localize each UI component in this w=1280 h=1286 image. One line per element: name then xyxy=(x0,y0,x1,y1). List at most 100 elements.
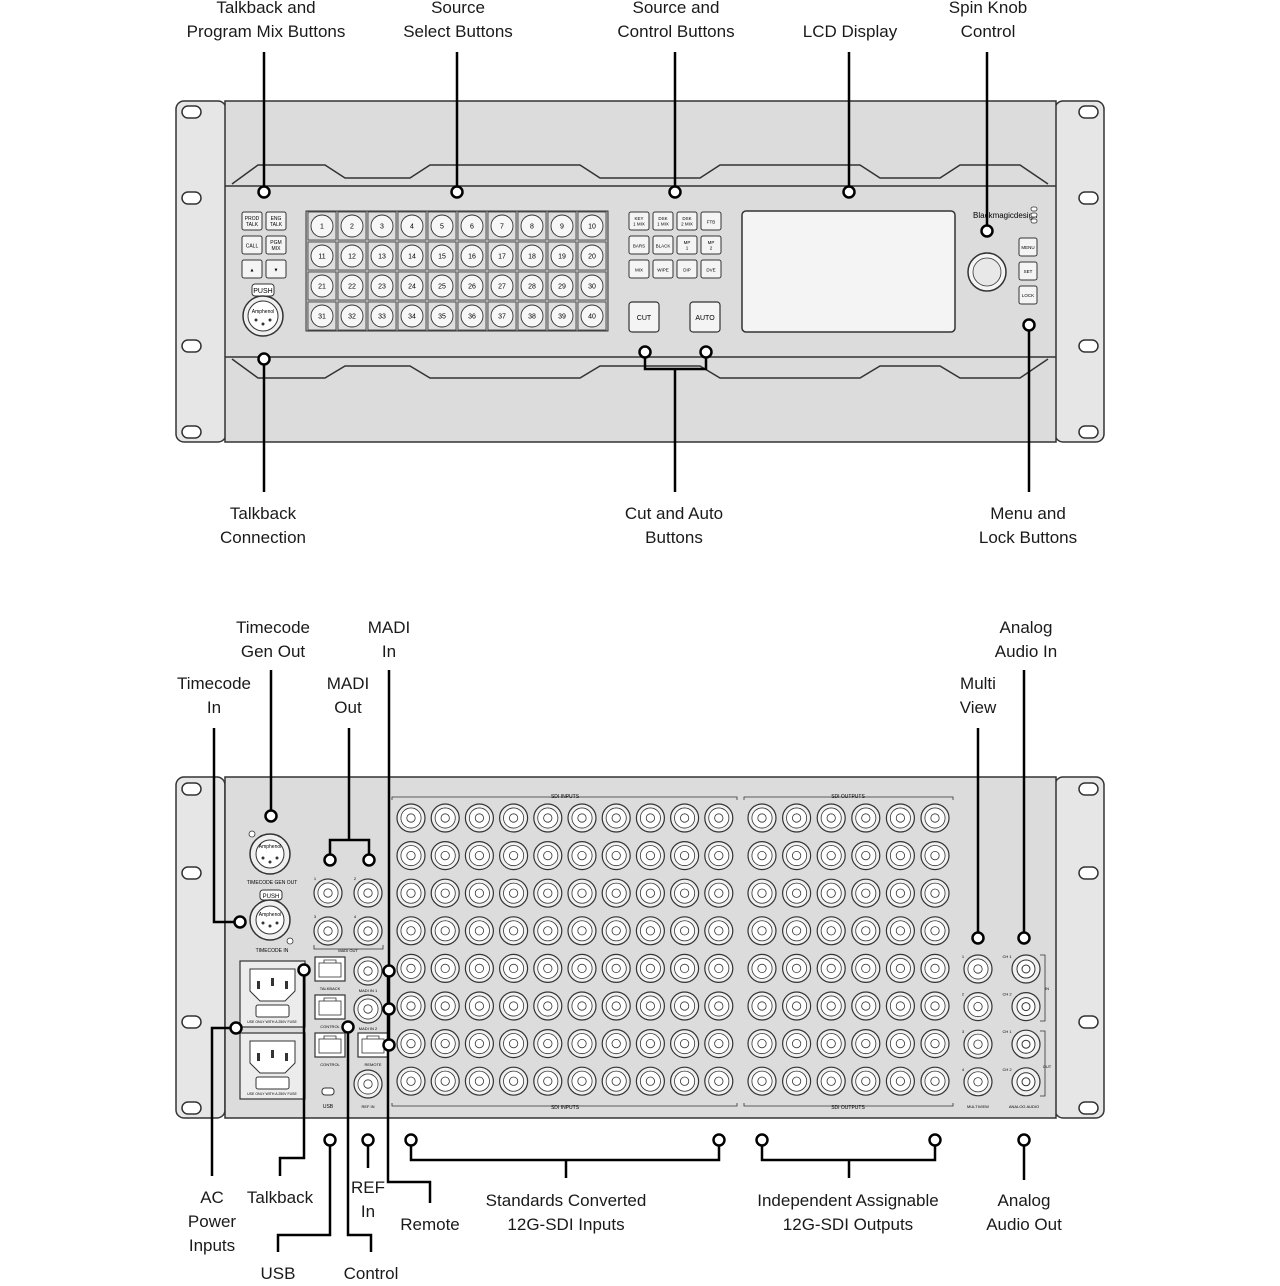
source-button-label: 36 xyxy=(468,314,476,321)
source-button[interactable]: 5 xyxy=(427,211,457,241)
source-button[interactable]: 34 xyxy=(397,301,427,331)
source-button[interactable]: 12 xyxy=(337,241,367,271)
sdi-input-bnc xyxy=(498,991,529,1021)
menu-button[interactable]: SET xyxy=(1018,261,1038,281)
multiview-bnc xyxy=(963,991,993,1022)
source-button[interactable]: 31 xyxy=(307,301,337,331)
spin-knob[interactable] xyxy=(967,252,1007,292)
source-button[interactable]: 7 xyxy=(487,211,517,241)
source-button-label: 3 xyxy=(380,224,384,231)
madi-number: 1 xyxy=(314,876,317,881)
source-button[interactable]: 14 xyxy=(397,241,427,271)
source-button[interactable]: 10 xyxy=(577,211,607,241)
source-button[interactable]: 27 xyxy=(487,271,517,301)
source-button[interactable]: 11 xyxy=(307,241,337,271)
source-button-label: 25 xyxy=(438,284,446,291)
sdi-input-bnc xyxy=(635,803,666,833)
source-button[interactable]: 26 xyxy=(457,271,487,301)
source-button[interactable]: 8 xyxy=(517,211,547,241)
source-button-label: 24 xyxy=(408,284,416,291)
sdi-output-bnc xyxy=(885,953,916,984)
source-button[interactable]: 32 xyxy=(337,301,367,331)
sdi-input-bnc xyxy=(704,1028,734,1059)
sdi-input-bnc xyxy=(430,991,460,1021)
source-button[interactable]: 35 xyxy=(427,301,457,331)
source-button[interactable]: 13 xyxy=(367,241,397,271)
source-button[interactable]: 4 xyxy=(397,211,427,241)
madi-out-label: MADI OUT xyxy=(338,948,358,953)
control-button[interactable]: DIP xyxy=(676,259,698,279)
control-button[interactable]: WIPE xyxy=(652,259,674,279)
control-button[interactable]: DVE xyxy=(700,259,722,279)
sdi-input-bnc xyxy=(498,1028,529,1059)
source-button[interactable]: 33 xyxy=(367,301,397,331)
control-button[interactable]: MIX xyxy=(628,259,650,279)
ref-in-label: REF IN xyxy=(361,1104,374,1109)
sdi-output-bnc xyxy=(885,1066,916,1096)
source-button[interactable]: 17 xyxy=(487,241,517,271)
sdi-input-bnc xyxy=(704,916,734,946)
rear-chassis xyxy=(224,776,1057,1119)
source-button[interactable]: 6 xyxy=(457,211,487,241)
source-button-label: 29 xyxy=(558,284,566,291)
source-button[interactable]: 29 xyxy=(547,271,577,301)
auto-button[interactable]: AUTO xyxy=(689,301,721,333)
source-button[interactable]: 39 xyxy=(547,301,577,331)
source-button[interactable]: 1 xyxy=(307,211,337,241)
source-button[interactable]: 40 xyxy=(577,301,607,331)
source-button[interactable]: 22 xyxy=(337,271,367,301)
source-button[interactable]: 21 xyxy=(307,271,337,301)
source-button[interactable]: 38 xyxy=(517,301,547,331)
talkback-button[interactable]: ▼ xyxy=(265,259,287,279)
source-button[interactable]: 28 xyxy=(517,271,547,301)
sdi-output-bnc xyxy=(816,916,846,946)
source-button-label: 28 xyxy=(528,284,536,291)
source-button[interactable]: 36 xyxy=(457,301,487,331)
source-button[interactable]: 24 xyxy=(397,271,427,301)
source-button[interactable]: 19 xyxy=(547,241,577,271)
control-button[interactable]: BARS xyxy=(628,235,650,255)
sdi-input-bnc xyxy=(533,991,563,1021)
callout-line xyxy=(276,1140,332,1252)
source-button[interactable]: 30 xyxy=(577,271,607,301)
source-button[interactable]: 3 xyxy=(367,211,397,241)
callout-dot xyxy=(1022,318,1036,332)
menu-button[interactable]: MENU xyxy=(1018,237,1038,257)
analog-audio-jack xyxy=(1011,991,1041,1022)
source-button[interactable]: 9 xyxy=(547,211,577,241)
source-button-label: 10 xyxy=(588,224,596,231)
source-button[interactable]: 18 xyxy=(517,241,547,271)
sdi-input-bnc xyxy=(704,1066,734,1096)
sdi-input-bnc xyxy=(430,878,460,908)
source-button[interactable]: 15 xyxy=(427,241,457,271)
control-button[interactable]: FTB xyxy=(700,211,722,231)
source-button[interactable]: 16 xyxy=(457,241,487,271)
source-button[interactable]: 2 xyxy=(337,211,367,241)
menu-button-label: LOCK xyxy=(1022,293,1034,298)
source-button[interactable]: 37 xyxy=(487,301,517,331)
callout-dot xyxy=(382,1002,396,1016)
talkback-button[interactable]: CALL xyxy=(241,235,263,255)
sdi-output-connectors xyxy=(747,803,950,1096)
control-button[interactable]: BLACK xyxy=(652,235,674,255)
sdi-input-bnc xyxy=(430,1066,460,1096)
analog-audio-jack xyxy=(1011,1029,1041,1059)
menu-button[interactable]: LOCK xyxy=(1018,285,1038,305)
source-button[interactable]: 23 xyxy=(367,271,397,301)
sdi-output-bnc xyxy=(851,878,881,908)
cut-button[interactable]: CUT xyxy=(628,301,660,333)
sdi-input-bnc xyxy=(704,803,734,833)
source-button[interactable]: 20 xyxy=(577,241,607,271)
source-button[interactable]: 25 xyxy=(427,271,457,301)
talkback-button[interactable]: ▲ xyxy=(241,259,263,279)
fuse-label: USE ONLY WITH A 250V FUSE xyxy=(247,1020,297,1024)
